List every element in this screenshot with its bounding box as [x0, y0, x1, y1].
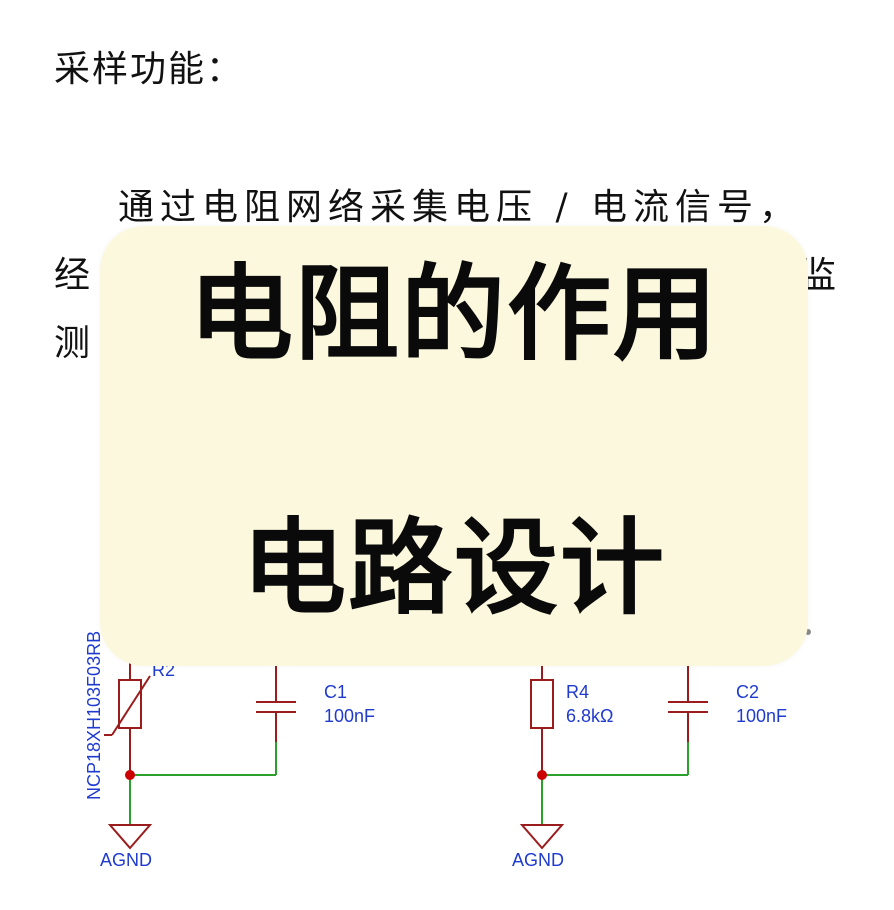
paragraph-line-2-start: 经 [54, 255, 97, 296]
ground-symbol-left [107, 824, 153, 850]
agnd-left-label: AGND [100, 850, 152, 870]
section-heading: 采样功能： [54, 49, 245, 90]
paragraph-line-3-start: 测 [54, 323, 97, 364]
ground-symbol-right [519, 824, 565, 850]
c1-value: 100nF [324, 706, 375, 726]
thermistor-slash [111, 675, 151, 736]
node-left [125, 770, 135, 780]
thermistor-part-number: NCP18XH103F03RB [84, 631, 104, 800]
overlay-title-line-1: 电阻的作用 [188, 253, 719, 375]
c2-value: 100nF [736, 706, 787, 726]
title-overlay-card: 电阻的作用 电路设计 [100, 226, 808, 666]
c1-label: C1 [324, 682, 347, 702]
overlay-title-line-2: 电路设计 [241, 507, 666, 629]
paragraph-line-1: 通过电阻网络采集电压 / 电流信号， [118, 187, 802, 228]
resistor-r4 [530, 679, 554, 729]
node-right [537, 770, 547, 780]
r4-label: R4 [566, 682, 589, 702]
agnd-right-label: AGND [512, 850, 564, 870]
c2-label: C2 [736, 682, 759, 702]
r4-value: 6.8kΩ [566, 706, 613, 726]
